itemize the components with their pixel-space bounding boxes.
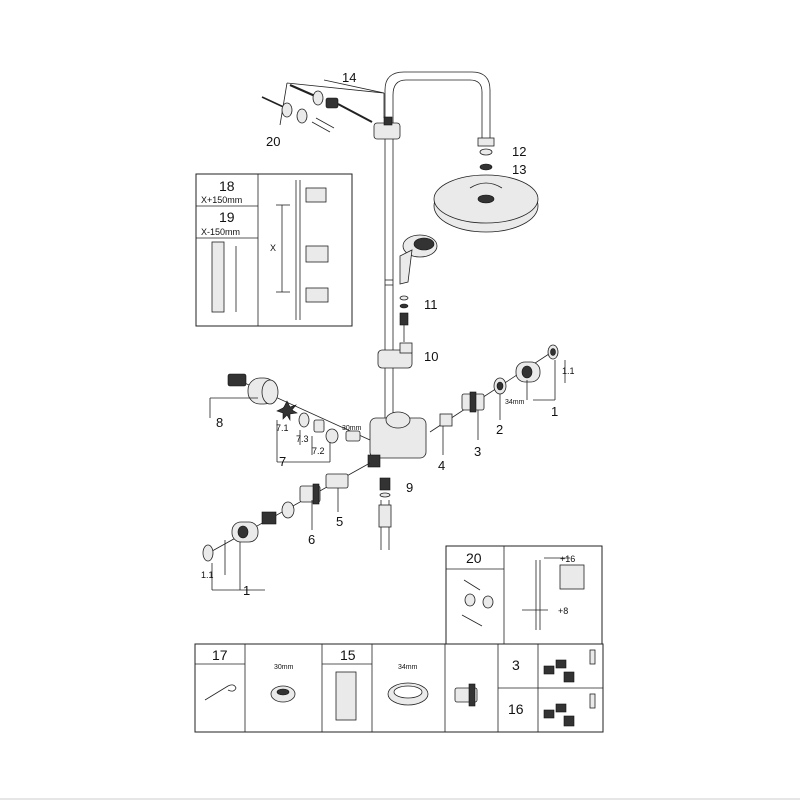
callout-2: 2 bbox=[496, 422, 503, 437]
callout-4: 4 bbox=[438, 458, 445, 473]
left-valve-parts-drawing bbox=[209, 373, 371, 463]
shower-column-drawing bbox=[367, 71, 539, 550]
callout-5: 5 bbox=[336, 514, 343, 529]
wall-bracket-inset bbox=[445, 545, 603, 645]
lower-left-parts-drawing bbox=[202, 462, 371, 591]
tool-callout-16: 16 bbox=[508, 701, 524, 717]
callout-11: 11 bbox=[424, 297, 438, 312]
right-connection-parts-drawing bbox=[429, 344, 566, 455]
tool-callout-15: 15 bbox=[340, 647, 356, 663]
inset-callout-20: 20 bbox=[466, 550, 482, 566]
dim-34mm: 34mm bbox=[505, 399, 525, 406]
footer-divider bbox=[0, 798, 800, 800]
callout-14: 14 bbox=[342, 70, 356, 85]
inset-x-dimension: X bbox=[270, 243, 276, 253]
tool-dim-30mm: 30mm bbox=[274, 664, 294, 671]
callout-6: 6 bbox=[308, 532, 315, 547]
callout-1-1-right: 1.1 bbox=[562, 366, 575, 376]
callout-7-1: 7.1 bbox=[276, 423, 289, 433]
callout-1-1-left: 1.1 bbox=[201, 570, 214, 580]
tool-callout-17: 17 bbox=[212, 647, 228, 663]
wall-mount-kit-drawing bbox=[261, 79, 385, 133]
callout-7-2: 7.2 bbox=[312, 446, 325, 456]
callout-10: 10 bbox=[424, 349, 438, 364]
callout-7-3: 7.3 bbox=[296, 434, 309, 444]
inset-callout-18: 18 bbox=[219, 178, 235, 194]
callout-1-left: 1 bbox=[243, 583, 250, 598]
tools-strip bbox=[194, 643, 604, 733]
callout-9: 9 bbox=[406, 480, 413, 495]
callout-1-right: 1 bbox=[551, 404, 558, 419]
callout-7: 7 bbox=[279, 454, 286, 469]
callout-13: 13 bbox=[512, 162, 526, 177]
dim-30mm: 30mm bbox=[342, 425, 362, 432]
inset-callout-19: 19 bbox=[219, 209, 235, 225]
callout-20: 20 bbox=[266, 134, 280, 149]
tool-callout-3: 3 bbox=[512, 657, 520, 673]
extension-options-inset bbox=[195, 173, 353, 327]
inset-x-plus-150: X+150mm bbox=[201, 195, 242, 205]
callout-3: 3 bbox=[474, 444, 481, 459]
inset-plus-8: +8 bbox=[558, 606, 568, 616]
callout-8: 8 bbox=[216, 415, 223, 430]
inset-plus-16: +16 bbox=[560, 554, 575, 564]
callout-12: 12 bbox=[512, 144, 526, 159]
inset-x-minus-150: X-150mm bbox=[201, 227, 240, 237]
tool-dim-34mm: 34mm bbox=[398, 664, 418, 671]
